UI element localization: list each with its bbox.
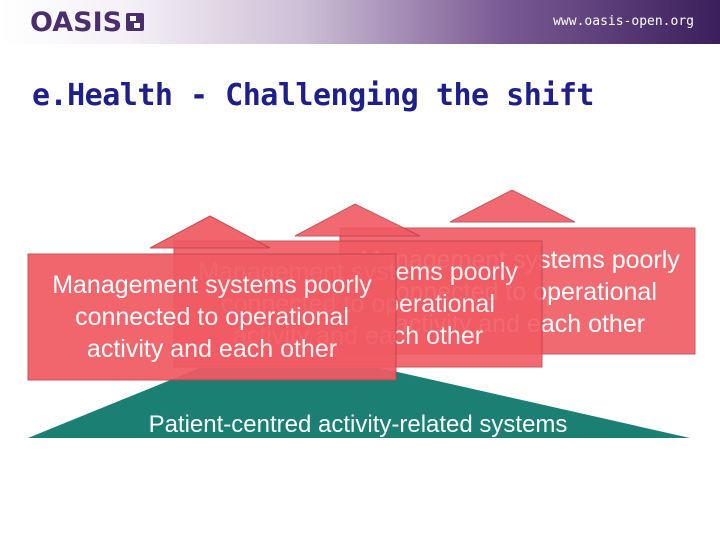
website-url: www.oasis-open.org	[553, 14, 694, 29]
base-label: Patient-centred activity-related systems	[149, 411, 568, 438]
arrow-head-front	[149, 215, 271, 249]
oasis-mark-icon	[126, 13, 145, 31]
box-front	[27, 253, 397, 381]
box-front-line-1: Management systems poorly	[52, 271, 372, 299]
arrow-box-front: Management systems poorly connected to o…	[27, 215, 397, 381]
header-bar: OASIS www.oasis-open.org	[0, 0, 720, 44]
arrow-head-middle	[294, 203, 421, 237]
box-front-line-2: connected to operational	[75, 303, 349, 331]
box-front-line-3: activity and each other	[87, 335, 337, 363]
arrow-head-back	[449, 189, 576, 223]
base-triangle	[28, 368, 690, 438]
slide-title: e.Health - Challenging the shift	[32, 78, 594, 113]
oasis-logo: OASIS	[30, 6, 145, 38]
logo-text: OASIS	[30, 6, 123, 38]
